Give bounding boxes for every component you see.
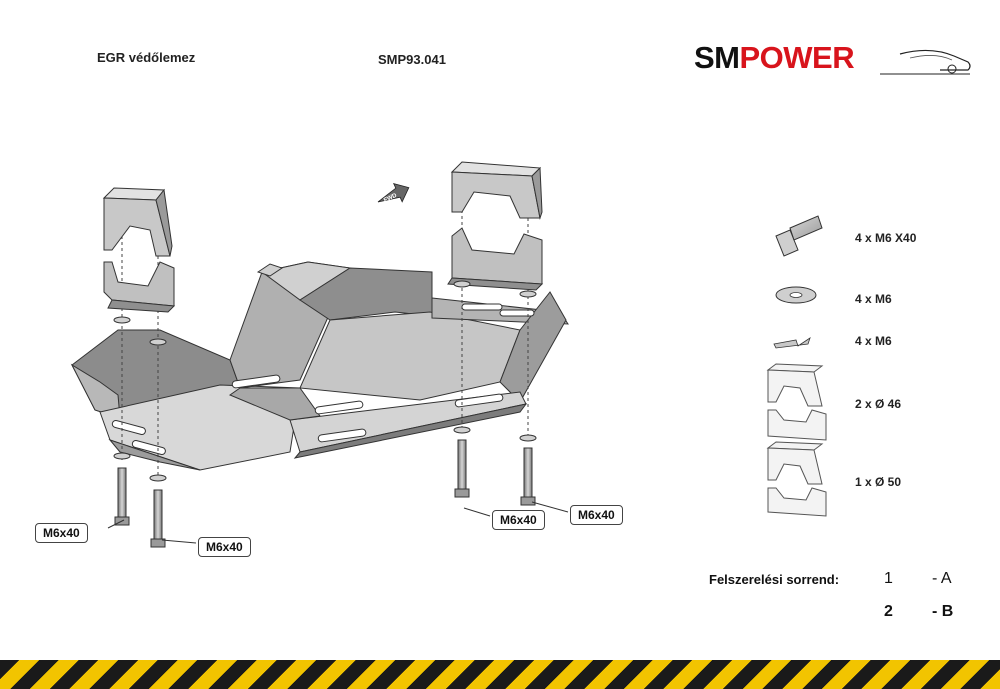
parts-list-washer-qty: 4 x M6 (855, 292, 892, 306)
forward-direction-arrow-icon: FWD (377, 183, 410, 204)
parts-list-clamp-50-qty: 1 x Ø 50 (855, 475, 902, 489)
part-number: SMP93.041 (378, 52, 446, 67)
callout-leaders (107, 501, 569, 544)
bolt-icon (775, 215, 823, 257)
left-pipe-clamp (102, 187, 176, 313)
parts-list-spring-washer-qty: 4 x M6 (855, 334, 892, 348)
bolt-callout-left: M6x40 (35, 523, 88, 543)
hazard-stripe-footer (0, 660, 1000, 689)
install-step-2-code: - B (932, 603, 954, 620)
logo-text-sm: SM (694, 40, 740, 75)
logo-text-power: POWER (739, 40, 855, 75)
document-title: EGR védőlemez (97, 50, 196, 65)
bolt-callout-left-front: M6x40 (198, 537, 251, 557)
washers (113, 280, 537, 482)
install-step-1-number: 1 (884, 570, 893, 587)
parts-list-clamp-46-qty: 2 x Ø 46 (855, 397, 902, 411)
logo-car-swoosh-icon (880, 49, 971, 75)
clamp-46-icon (766, 363, 827, 441)
egr-skid-plate (70, 261, 569, 471)
install-step-2-number: 2 (884, 603, 893, 620)
fwd-text: FWD (383, 193, 399, 204)
brand-logo: SMPOWER (694, 40, 855, 76)
install-sequence-label: Felszerelési sorrend: (709, 572, 840, 587)
parts-list-bolt-qty: 4 x M6 X40 (855, 231, 917, 245)
bolt-callout-right: M6x40 (492, 510, 545, 530)
install-step-1-code: - A (932, 570, 952, 587)
spring-washer-icon (773, 337, 811, 349)
clamp-50-icon (766, 441, 827, 517)
right-pipe-clamp (447, 161, 544, 291)
bolt-callout-right-rear: M6x40 (570, 505, 623, 525)
